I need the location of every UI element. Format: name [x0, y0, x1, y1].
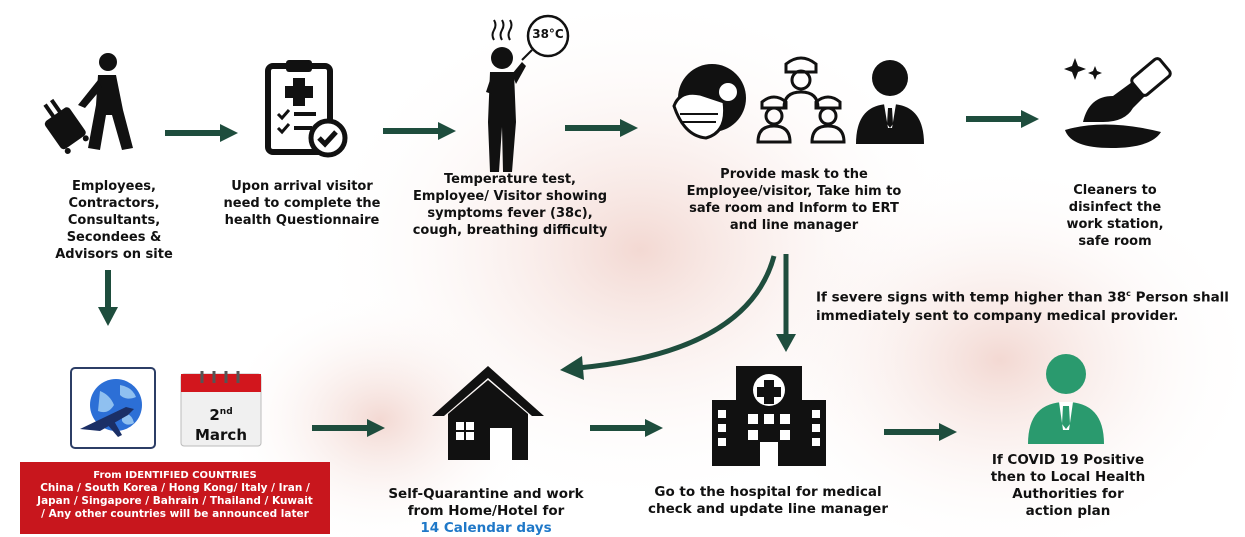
covid-positive-label: If COVID 19 Positive then to Local Healt…	[990, 452, 1146, 519]
house-icon	[432, 366, 544, 460]
arrow-right-4	[966, 110, 1039, 128]
quarantine-duration: 14 Calendar days	[420, 520, 552, 536]
traveler-with-luggage-icon	[43, 53, 133, 154]
arrow-right-3	[565, 119, 638, 137]
mask-person-icon	[672, 64, 746, 140]
step-temperature-label: Temperature test, Employee/ Visitor show…	[412, 172, 608, 238]
fever-person-icon	[486, 14, 570, 172]
step-cleaners-label: Cleaners to disinfect the work station, …	[1066, 183, 1164, 249]
arrow-right-5	[312, 419, 385, 437]
hospital-icon	[712, 366, 826, 466]
step-questionnaire-label: Upon arrival visitor need to complete th…	[223, 179, 381, 228]
step-mask-label: Provide mask to the Employee/visitor, Ta…	[686, 167, 902, 233]
quarantine-text: Self-Quarantine and work from Home/Hotel…	[388, 486, 584, 519]
step-employees-label: Employees, Contractors, Consultants, Sec…	[55, 179, 173, 262]
calendar-icon: 2nd March	[180, 368, 262, 448]
identified-countries-box: From IDENTIFIED COUNTRIES China / South …	[20, 462, 330, 534]
hospital-label: Go to the hospital for medical check and…	[648, 484, 888, 517]
calendar-month: March	[194, 426, 248, 444]
globe-airplane-icon	[70, 367, 156, 449]
quarantine-label: Self-Quarantine and work from Home/Hotel…	[378, 486, 594, 537]
arrow-right-2	[383, 122, 456, 140]
arrow-down-left	[98, 270, 118, 326]
arrow-down-to-hospital	[776, 254, 796, 352]
countries-line-2: Japan / Singapore / Bahrain / Thailand /…	[37, 495, 313, 507]
clipboard-checklist-icon	[265, 60, 348, 158]
arrow-right-6	[590, 419, 663, 437]
calendar-day: 2nd	[209, 406, 233, 424]
fever-badge: 38°C	[532, 27, 564, 41]
health-authority-person-icon	[1028, 354, 1104, 444]
severe-signs-note: If severe signs with temp higher than 38…	[816, 289, 1229, 324]
cleaning-hand-icon	[1064, 57, 1172, 148]
countries-line-3: / Any other countries will be announced …	[41, 508, 309, 520]
workers-team-icon	[756, 56, 846, 144]
arrow-right-1	[165, 124, 238, 142]
countries-title: From IDENTIFIED COUNTRIES	[93, 470, 257, 481]
countries-line-1: China / South Korea / Hong Kong/ Italy /…	[40, 482, 310, 494]
arrow-right-7	[884, 423, 957, 441]
calendar-page-icon	[180, 371, 262, 447]
arrow-curved-to-home	[560, 255, 777, 380]
manager-icon	[856, 60, 924, 144]
